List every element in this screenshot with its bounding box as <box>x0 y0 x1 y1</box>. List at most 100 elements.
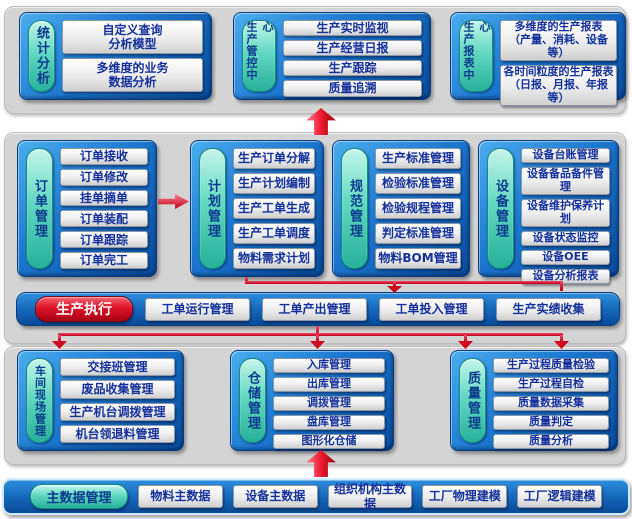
module-item: 生产跟踪 <box>283 60 422 77</box>
module-item: 物料需求计划 <box>233 248 315 269</box>
module-item: 生产实时监视 <box>283 20 422 37</box>
module-item: 工单产出管理 <box>262 297 367 321</box>
group-standard-management: 规范管理 生产标准管理 检验标准管理 检验规程管理 判定标准管理 物料BOM管理 <box>332 140 470 277</box>
module-item: 工厂逻辑建模 <box>517 485 602 508</box>
group-plan-management: 计划管理 生产订单分解 生产计划编制 生产工单生成 生产工单调度 物料需求计划 <box>190 140 324 277</box>
module-item: 订单接收 <box>60 148 148 165</box>
module-item: 设备OEE <box>521 249 610 265</box>
module-item: 交接班管理 <box>60 358 175 377</box>
connector-line <box>316 335 319 342</box>
group-production-report-center: 生产报表中心 多维度的生产报表 （产量、消耗、设备等） 各时间粒度的生产报表 （… <box>450 12 626 106</box>
module-item: 各时间粒度的生产报表 （日报、月报、年报等） <box>500 64 617 106</box>
module-item: 设备分析报表 <box>521 268 610 284</box>
down-arrowhead-icon <box>554 341 569 349</box>
module-item: 检验标准管理 <box>375 173 461 194</box>
module-item: 挂单摘单 <box>60 189 148 207</box>
module-item: 质量数据采集 <box>493 395 609 411</box>
plan-items: 生产订单分解 生产计划编制 生产工单生成 生产工单调度 物料需求计划 <box>233 148 315 269</box>
shopfloor-items: 交接班管理 废品收集管理 生产机台调拨管理 机台领退料管理 <box>60 358 175 443</box>
module-item: 入库管理 <box>273 358 385 373</box>
order-items: 订单接收 订单修改 挂单摘单 订单装配 订单跟踪 订单完工 <box>60 148 148 269</box>
module-item: 调拨管理 <box>273 395 385 411</box>
module-item: 工单运行管理 <box>145 297 250 321</box>
module-item: 设备状态监控 <box>521 230 610 246</box>
module-item: 生产机台调拨管理 <box>60 402 175 421</box>
master-data-button: 主数据管理 <box>30 484 128 509</box>
connector-line <box>560 281 563 291</box>
group-shopfloor-management: 车间现场管理 交接班管理 废品收集管理 生产机台调拨管理 机台领退料管理 <box>17 350 184 451</box>
module-item: 自定义查询 分析模型 <box>62 20 203 54</box>
statistics-items: 自定义查询 分析模型 多维度的业务 数据分析 <box>62 20 203 92</box>
tab-shopfloor-management: 车间现场管理 <box>26 358 53 443</box>
module-item: 设备备品备件管理 <box>521 166 610 195</box>
control-center-items: 生产实时监视 生产经营日报 生产跟踪 质量追溯 <box>283 20 422 97</box>
down-arrowhead-icon <box>458 341 473 349</box>
module-item: 质量判定 <box>493 414 609 430</box>
group-order-management: 订单管理 订单接收 订单修改 挂单摘单 订单装配 订单跟踪 订单完工 <box>17 140 157 277</box>
connector-line <box>464 335 467 342</box>
module-item: 盘库管理 <box>273 414 385 430</box>
group-warehouse-management: 仓储管理 入库管理 出库管理 调拨管理 盘库管理 图形化仓储 <box>230 350 394 451</box>
tab-plan-management: 计划管理 <box>199 148 226 269</box>
module-item: 生产标准管理 <box>375 148 461 169</box>
module-item: 机台领退料管理 <box>60 424 175 443</box>
module-item: 生产订单分解 <box>233 148 315 169</box>
module-item: 质量分析 <box>493 433 609 449</box>
module-item: 组织机构主数据 <box>327 482 413 511</box>
tab-quality-management: 质量管理 <box>459 358 486 443</box>
connector-line <box>245 277 248 283</box>
production-execution-bar: 生产执行 工单运行管理 工单产出管理 工单投入管理 生产实绩收集 <box>16 292 620 326</box>
module-item: 生产计划编制 <box>233 173 315 194</box>
tab-statistics-analysis: 统计分析 <box>28 20 55 92</box>
tab-equipment-management: 设备管理 <box>487 148 514 269</box>
module-item: 多维度的业务 数据分析 <box>62 58 203 92</box>
down-arrowhead-icon <box>52 341 67 349</box>
module-item: 订单修改 <box>60 168 148 186</box>
module-item: 设备台账管理 <box>521 148 610 163</box>
connector-line <box>58 335 61 342</box>
module-item: 设备维护保养计划 <box>521 198 610 227</box>
connector-line <box>58 333 563 336</box>
module-item: 物料主数据 <box>138 485 223 508</box>
module-item: 工厂物理建模 <box>422 485 508 508</box>
module-item: 设备主数据 <box>232 485 318 508</box>
down-arrowhead-icon <box>310 341 325 349</box>
module-item: 生产工单调度 <box>233 223 315 244</box>
module-item: 生产过程质量检验 <box>493 358 609 373</box>
standard-items: 生产标准管理 检验标准管理 检验规程管理 判定标准管理 物料BOM管理 <box>375 148 461 269</box>
module-item: 检验规程管理 <box>375 198 461 219</box>
tab-standard-management: 规范管理 <box>341 148 368 269</box>
group-production-control-center: 生产管控中心 生产实时监视 生产经营日报 生产跟踪 质量追溯 <box>233 12 431 100</box>
group-quality-management: 质量管理 生产过程质量检验 生产过程自检 质量数据采集 质量判定 质量分析 <box>450 350 618 451</box>
warehouse-items: 入库管理 出库管理 调拨管理 盘库管理 图形化仓储 <box>273 358 385 449</box>
production-execution-button: 生产执行 <box>35 296 133 322</box>
module-item: 订单完工 <box>60 252 148 269</box>
module-item: 质量追溯 <box>283 80 422 97</box>
module-item: 图形化仓储 <box>273 433 385 449</box>
tab-order-management: 订单管理 <box>26 148 53 269</box>
tab-warehouse-management: 仓储管理 <box>239 358 266 443</box>
module-item: 物料BOM管理 <box>375 248 461 269</box>
connector-line <box>316 326 319 336</box>
group-statistics-analysis: 统计分析 自定义查询 分析模型 多维度的业务 数据分析 <box>19 12 212 100</box>
module-item: 订单装配 <box>60 210 148 228</box>
module-item: 生产实绩收集 <box>496 297 601 321</box>
quality-items: 生产过程质量检验 生产过程自检 质量数据采集 质量判定 质量分析 <box>493 358 609 449</box>
connector-line <box>393 281 396 287</box>
master-data-bar: 主数据管理 物料主数据 设备主数据 组织机构主数据 工厂物理建模 工厂逻辑建模 <box>2 478 630 515</box>
module-item: 生产经营日报 <box>283 40 422 57</box>
connector-line <box>245 281 563 284</box>
down-arrowhead-icon <box>387 286 402 293</box>
module-item: 多维度的生产报表 （产量、消耗、设备等） <box>500 20 617 61</box>
connector-line <box>560 335 563 342</box>
module-item: 判定标准管理 <box>375 223 461 244</box>
module-item: 订单跟踪 <box>60 231 148 249</box>
report-center-items: 多维度的生产报表 （产量、消耗、设备等） 各时间粒度的生产报表 （日报、月报、年… <box>500 20 617 106</box>
tab-production-report-center: 生产报表中心 <box>459 20 493 92</box>
module-item: 生产工单生成 <box>233 198 315 219</box>
module-item: 生产过程自检 <box>493 376 609 392</box>
module-item: 出库管理 <box>273 376 385 392</box>
group-equipment-management: 设备管理 设备台账管理 设备备品备件管理 设备维护保养计划 设备状态监控 设备O… <box>478 140 619 284</box>
equipment-items: 设备台账管理 设备备品备件管理 设备维护保养计划 设备状态监控 设备OEE 设备… <box>521 148 610 284</box>
